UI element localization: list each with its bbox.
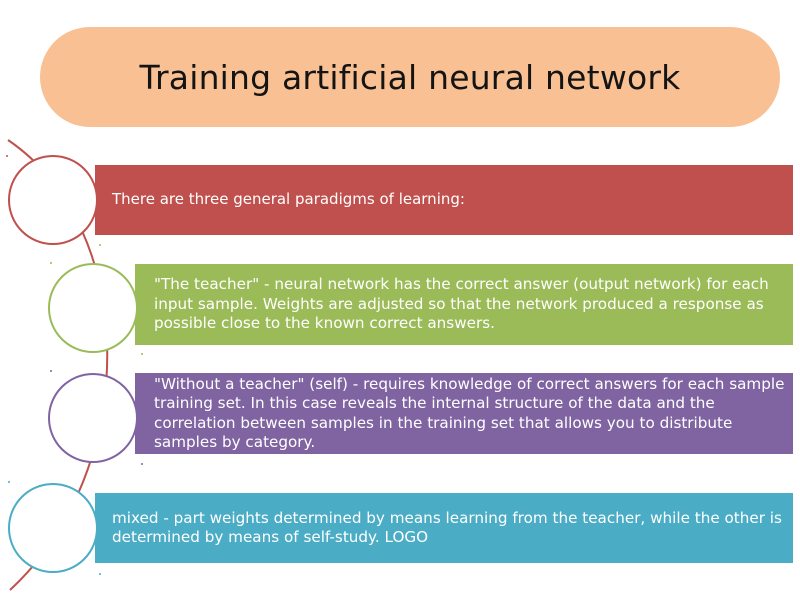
item-text-3: "Without a teacher" (self) - requires kn…	[154, 374, 785, 452]
title-banner: Training artificial neural network	[40, 27, 780, 127]
decor-dot	[8, 481, 10, 483]
bullet-circle-2	[48, 263, 138, 353]
item-text-1: There are three general paradigms of lea…	[112, 190, 465, 209]
item-text-4: mixed - part weights determined by means…	[112, 508, 782, 547]
item-bar-4: mixed - part weights determined by means…	[95, 493, 793, 563]
item-bar-1: There are three general paradigms of lea…	[95, 165, 793, 235]
decor-dot	[141, 353, 143, 355]
item-bar-3: "Without a teacher" (self) - requires kn…	[135, 373, 793, 454]
item-text-2: "The teacher" - neural network has the c…	[154, 275, 769, 333]
bullet-circle-3	[48, 373, 138, 463]
bullet-circle-1	[8, 155, 98, 245]
decor-dot	[99, 244, 101, 246]
bullet-circle-4	[8, 483, 98, 573]
slide-title: Training artificial neural network	[139, 57, 681, 97]
decor-dot	[141, 463, 143, 465]
item-bar-2: "The teacher" - neural network has the c…	[135, 264, 793, 345]
decor-dot	[50, 262, 52, 264]
decor-dot	[6, 155, 8, 157]
decor-dot	[50, 370, 52, 372]
decor-dot	[99, 573, 101, 575]
